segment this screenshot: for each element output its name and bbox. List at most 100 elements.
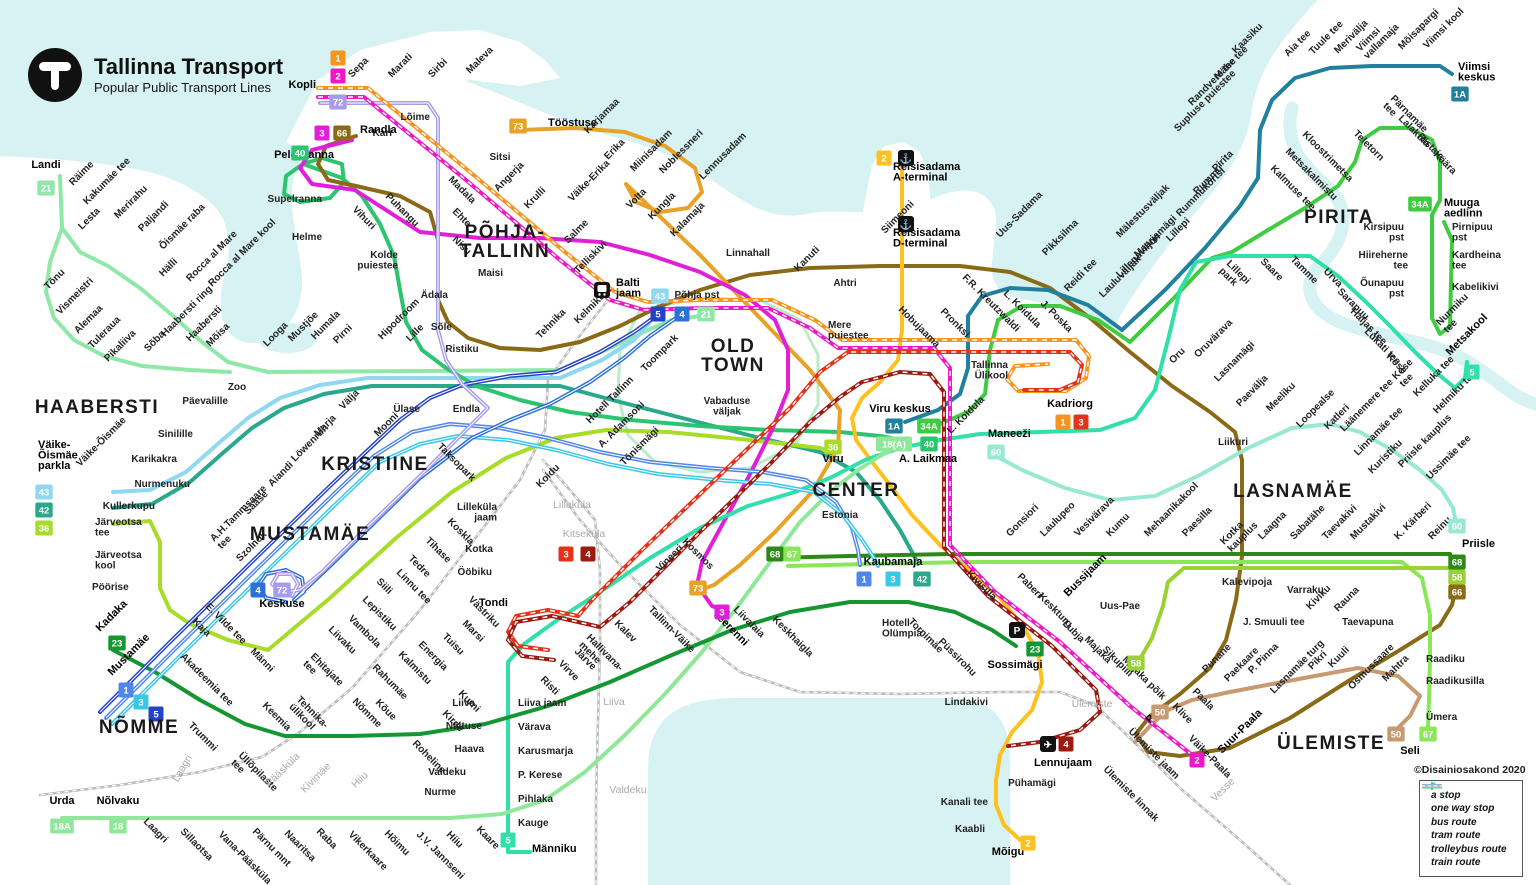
route-badge-text: 3: [719, 608, 724, 619]
route-badge-68: [1448, 554, 1466, 570]
route-badge-1: [330, 50, 346, 66]
route-bus-58: [1134, 566, 1452, 668]
district-label: PIRITA: [1304, 207, 1374, 228]
legend-label: one way stop: [1431, 803, 1495, 814]
pond-harku: [257, 323, 317, 353]
route-badge-text: 1A: [1454, 90, 1466, 101]
harbor-pier: [858, 142, 934, 255]
legend-item-tram: tram route: [1422, 784, 1516, 841]
route-badge-42: [35, 502, 53, 518]
stop-label: Sinilille: [158, 429, 193, 440]
route-bus-68: [768, 552, 1452, 560]
stop-label: Sitsi: [489, 152, 510, 163]
route-badge-40: [291, 145, 309, 161]
stop-label: Värava: [518, 722, 551, 733]
logo-icon: [28, 48, 82, 102]
anchor-icon: [898, 150, 914, 166]
route-badge-text: 21: [41, 184, 52, 195]
stop-label: Kopli: [289, 79, 317, 91]
route-tram-4-dash: [507, 371, 1101, 747]
route-badge-36: [824, 439, 842, 455]
stop-label: Sõle: [431, 322, 453, 333]
route-badge-text: 67: [787, 550, 798, 561]
route-bus-21b: [44, 226, 232, 374]
stop-label: Zoo: [228, 382, 246, 393]
stop-label: Valdeku: [428, 767, 466, 778]
stop-label: Liikuri: [1218, 437, 1248, 448]
app-subtitle: Popular Public Transport Lines: [94, 80, 272, 96]
stop-label: Maisi: [478, 268, 503, 279]
legend-item-bus: bus route: [1422, 784, 1516, 828]
area-label: Lilleküla: [553, 499, 591, 511]
route-badge-text: 3: [1078, 418, 1083, 429]
route-badge-67: [783, 546, 801, 562]
svg-text:P: P: [1014, 626, 1021, 637]
stop-label: Ööbiku: [458, 565, 492, 578]
route-badge-72: [273, 582, 291, 598]
stop-label: Ümera: [1426, 710, 1458, 723]
route-badge-text: 73: [693, 584, 704, 595]
legend-item-oneway: one way stop: [1422, 782, 1516, 814]
stop-label: Kauge: [518, 818, 549, 829]
route-bus-18: [60, 446, 897, 820]
stop-label: Raadiku: [1426, 654, 1465, 665]
route-badge-text: 5: [655, 310, 661, 321]
route-badge-text: 67: [1423, 730, 1434, 741]
route-badge-text: 58: [1452, 573, 1463, 584]
route-badge-5: [500, 832, 516, 848]
stop-label: Keskuse: [259, 598, 304, 610]
stop-label: Liiva: [452, 698, 475, 709]
stop-label: Varraku: [1287, 585, 1324, 596]
stop-label: Linnahall: [726, 248, 770, 259]
stop-label: Maneeži: [988, 428, 1031, 440]
route-badge-text: 5: [505, 836, 511, 847]
route-badge-40: [920, 436, 938, 452]
stop-label: Supelranna: [268, 194, 323, 205]
route-bus-3: [298, 138, 790, 614]
route-badge-text: 5: [153, 710, 159, 721]
stop-label: Viru: [822, 453, 843, 465]
route-tram-1-dash: [318, 87, 1090, 392]
route-badge-text: 50: [1155, 708, 1166, 719]
route-badge-4: [1058, 736, 1074, 752]
stop-label: Ristiku: [445, 344, 478, 355]
route-badge-text: 1: [861, 575, 867, 586]
legend-label: bus route: [1431, 816, 1477, 828]
stop-label: Männiku: [532, 843, 577, 855]
route-badge-text: 60: [991, 448, 1002, 459]
route-badge-text: 68: [1452, 558, 1463, 569]
stop-label: A. Laikmaa: [899, 453, 958, 465]
route-badge-text: 2: [1194, 756, 1199, 767]
stop-label: Taevapuna: [1342, 617, 1394, 628]
route-badge-73: [509, 118, 527, 134]
stop-label: Karusmarja: [518, 746, 573, 757]
stop-label: Pihlaka: [518, 794, 553, 805]
legend-item-trolley: trolleybus route: [1422, 784, 1516, 855]
route-badge-2: [1189, 752, 1205, 768]
header: Tallinna Transport Popular Public Transp…: [28, 48, 283, 102]
route-trolley-5-core: [99, 315, 657, 713]
route-badge-text: 3: [890, 575, 895, 586]
route-trolley-72-core: [271, 102, 489, 597]
route-badge-text: 23: [112, 639, 123, 650]
stop-label: Kullerkupu: [103, 501, 155, 512]
legend-label: a stop: [1431, 789, 1461, 801]
route-badge-2: [1020, 835, 1036, 851]
stop-label: P. Kerese: [518, 770, 563, 781]
area-label: Ülemiste: [1072, 698, 1113, 710]
stop-label: Endla: [453, 404, 481, 415]
stop-label: Kotka: [465, 544, 493, 555]
stop-label: Nõlvaku: [97, 795, 140, 807]
stop-label: Ülase: [393, 402, 420, 415]
district-label: MUSTAMÄE: [250, 524, 370, 545]
route-badge-50: [1387, 726, 1405, 742]
